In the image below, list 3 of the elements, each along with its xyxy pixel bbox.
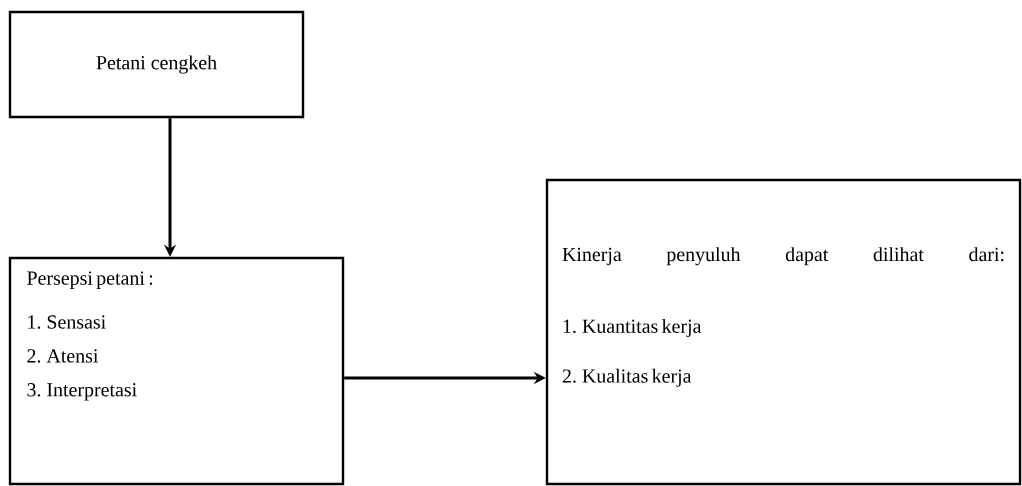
process-box: Persepsi petani : 1. Sensasi 2. Atensi 3. Interpretasi: [8, 256, 345, 486]
process-box: Kinerja penyuluh dapat dilihat dari: 1. Kuantitas kerja 2. Kualitas kerja: [545, 178, 1022, 486]
process-box: Petani cengkeh: [8, 10, 305, 119]
